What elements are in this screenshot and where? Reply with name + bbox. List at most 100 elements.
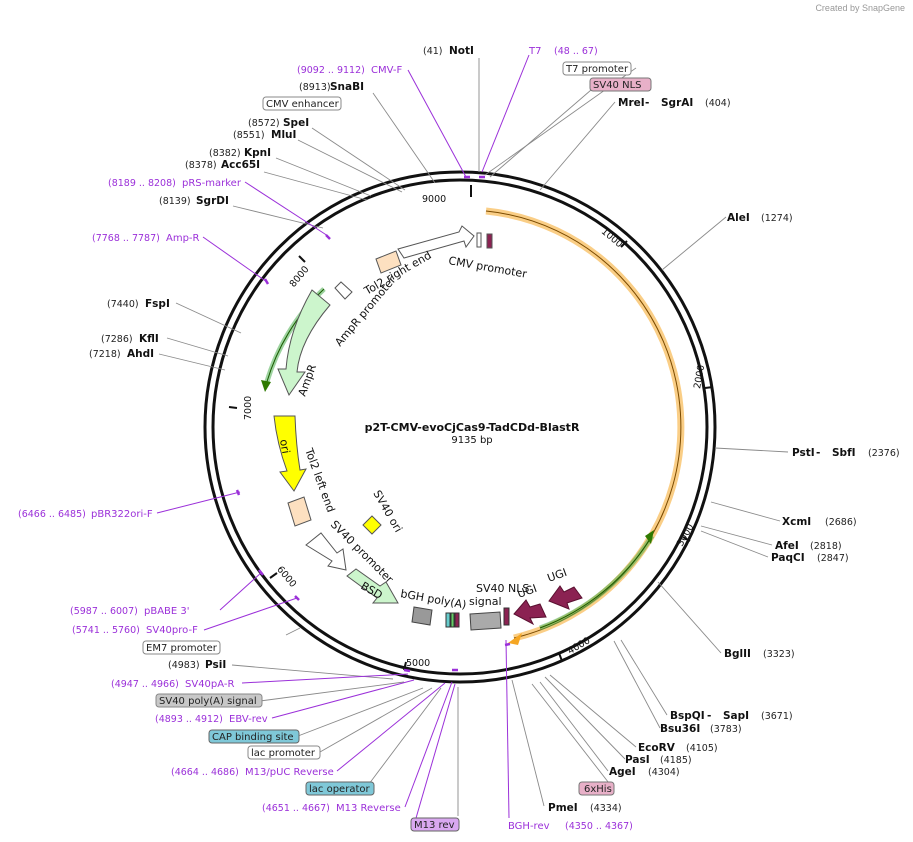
tick-6000: 6000 bbox=[274, 564, 298, 590]
sixHis-label: 6xHis bbox=[584, 784, 612, 795]
lacOperator-label: lac operator bbox=[309, 784, 370, 795]
t7promoter-label: T7 promoter bbox=[565, 64, 629, 75]
sv40pa-name: SV40pA-R bbox=[185, 679, 234, 690]
enzyme-labels: (41) NotI (8913) SnaBI (8572) SpeI (8551… bbox=[89, 45, 900, 814]
em7-label: EM7 promoter bbox=[146, 643, 218, 654]
m13rev-box bbox=[410, 817, 460, 832]
sv40nls-label: SV40 NLS bbox=[593, 80, 642, 91]
notI-pos: (41) bbox=[423, 46, 443, 57]
t7-pos: (48 .. 67) bbox=[554, 46, 598, 57]
nls-grey-box bbox=[469, 611, 502, 631]
label-cmv-promoter: CMV promoter bbox=[447, 254, 528, 281]
pbr322-pos: (6466 .. 6485) bbox=[18, 509, 86, 520]
tick-9000: 9000 bbox=[422, 194, 446, 205]
sv40polyA-label: SV40 poly(A) signal bbox=[159, 696, 257, 707]
prsMarker-pos: (8189 .. 8208) bbox=[108, 178, 176, 189]
t7promoter-box bbox=[562, 61, 632, 76]
bspQI-name: BspQI bbox=[670, 710, 705, 722]
bglII-name: BglII bbox=[724, 648, 751, 660]
bspQI-pos: (3671) bbox=[761, 711, 793, 722]
ugi-arrow-1 bbox=[513, 599, 547, 626]
afeI-pos: (2818) bbox=[810, 541, 842, 552]
m13rev-pos: (4651 .. 4667) bbox=[262, 803, 330, 814]
cap-label: CAP binding site bbox=[212, 732, 294, 743]
lacPromoter-box bbox=[247, 745, 321, 760]
acc65I-name: Acc65I bbox=[221, 159, 260, 171]
mreI-name: MreI bbox=[618, 97, 645, 109]
m13puc-name: M13/pUC Reverse bbox=[245, 767, 334, 778]
snapgene-credit: Created by SnapGene bbox=[815, 3, 905, 13]
em7-box bbox=[142, 640, 221, 655]
fspI-name: FspI bbox=[145, 298, 170, 310]
sv40pro-name: SV40pro-F bbox=[146, 625, 198, 636]
cap-box bbox=[208, 729, 300, 744]
sv40nls-box bbox=[589, 77, 652, 92]
pstI-pos: (2376) bbox=[868, 448, 900, 459]
lacOperator-box bbox=[305, 781, 375, 796]
sv40pa-pos: (4947 .. 4966) bbox=[111, 679, 179, 690]
aleI-name: AleI bbox=[727, 212, 750, 224]
sapI-name: SapI bbox=[723, 710, 749, 722]
speI-pos: (8572) bbox=[248, 118, 280, 129]
label-bgh-polya: bGH poly(A) bbox=[399, 587, 467, 611]
primer-labels: T7 (48 .. 67) (9092 .. 9112) CMV-F (8189… bbox=[18, 46, 633, 832]
bar-purple bbox=[454, 612, 460, 628]
kflI-pos: (7286) bbox=[101, 334, 133, 345]
cmvEnhancer-box bbox=[262, 96, 342, 111]
plasmid-size: 9135 bp bbox=[451, 435, 492, 446]
backbone bbox=[203, 170, 717, 684]
ahdI-pos: (7218) bbox=[89, 349, 121, 360]
aleI-pos: (1274) bbox=[761, 213, 793, 224]
credit-text: Created by SnapGene bbox=[815, 3, 905, 13]
paqCI-pos: (2847) bbox=[817, 553, 849, 564]
notI-name: NotI bbox=[449, 45, 474, 57]
ampR-primer-pos: (7768 .. 7787) bbox=[92, 233, 160, 244]
sv40-ori-diamond bbox=[362, 515, 382, 535]
pasI-name: PasI bbox=[625, 754, 650, 766]
kpnI-name: KpnI bbox=[244, 147, 271, 159]
ampr-arrow bbox=[277, 289, 331, 397]
ugi-arrow-2 bbox=[548, 585, 583, 610]
nls-red-mark bbox=[503, 607, 510, 626]
cmvF-name: CMV-F bbox=[371, 65, 402, 76]
t7-name: T7 bbox=[528, 46, 541, 57]
lacPromoter-label: lac promoter bbox=[251, 748, 316, 759]
sgrDI-name: SgrDI bbox=[196, 195, 229, 207]
sgrDI-pos: (8139) bbox=[159, 196, 191, 207]
xcmI-pos: (2686) bbox=[825, 517, 857, 528]
ampr-promoter-arrow bbox=[334, 281, 353, 300]
m13rev-name: M13 Reverse bbox=[336, 803, 401, 814]
m13rev-label: M13 rev bbox=[414, 820, 455, 831]
bsu36I-name: Bsu36I bbox=[660, 723, 700, 735]
mluI-pos: (8551) bbox=[233, 130, 265, 141]
pbr322-name: pBR322ori-F bbox=[91, 509, 153, 520]
bspQI-sep: - bbox=[707, 710, 711, 722]
pbabe-name: pBABE 3' bbox=[144, 606, 190, 617]
cmvF-pos: (9092 .. 9112) bbox=[297, 65, 365, 76]
pasI-pos: (4185) bbox=[660, 755, 692, 766]
ahdI-name: AhdI bbox=[127, 348, 154, 360]
psiI-pos: (4983) bbox=[168, 660, 200, 671]
speI-name: SpeI bbox=[283, 117, 309, 129]
ring-ticks bbox=[228, 185, 714, 671]
tick-5000: 5000 bbox=[406, 658, 430, 669]
pmeI-pos: (4334) bbox=[590, 803, 622, 814]
snaBI-name: SnaBI bbox=[330, 81, 364, 93]
label-ugi-2: UGI bbox=[546, 566, 569, 585]
cmvEnhancer-label: CMV enhancer bbox=[266, 99, 340, 110]
enzyme-leaders bbox=[158, 58, 789, 816]
bar-green bbox=[450, 612, 455, 628]
kpnI-pos: (8382) bbox=[209, 148, 241, 159]
label-sv40-nls-signal-1: SV40 NLS bbox=[476, 582, 529, 595]
psiI-name: PsiI bbox=[205, 659, 226, 671]
cmv-small-box bbox=[476, 232, 482, 248]
pbabe-pos: (5987 .. 6007) bbox=[70, 606, 138, 617]
sgrAI-name: SgrAI bbox=[661, 97, 693, 109]
ebv-pos: (4893 .. 4912) bbox=[155, 714, 223, 725]
label-sv40-nls-signal-2: signal bbox=[469, 595, 502, 608]
bar-cyan bbox=[445, 612, 451, 628]
bsu36I-pos: (3783) bbox=[710, 724, 742, 735]
label-ori: ori bbox=[277, 438, 292, 454]
pstI-name: PstI bbox=[792, 447, 815, 459]
bglII-pos: (3323) bbox=[763, 649, 795, 660]
